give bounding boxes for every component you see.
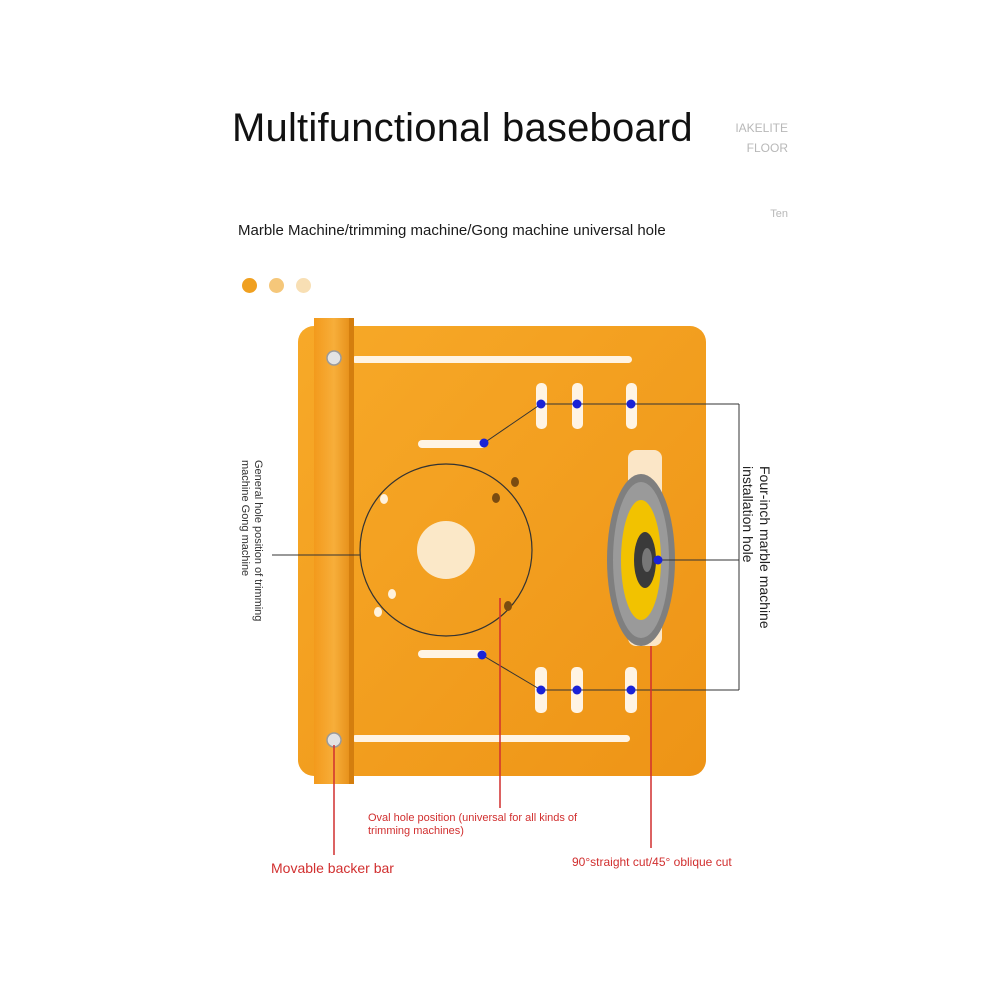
leader-upper-diagonal: [483, 403, 542, 444]
accent-dot-2: [269, 278, 284, 293]
mount-hole-4: [388, 589, 396, 599]
baseboard-plate: [298, 326, 706, 776]
backer-bar: [314, 318, 354, 784]
marker-points: [477, 399, 663, 695]
mount-hole-1: [380, 494, 388, 504]
callout-oval-hole: Oval hole position (universal for all ki…: [368, 812, 578, 837]
accent-dot-1: [242, 278, 257, 293]
callout-marble-hole: Four-inch marble machine installation ho…: [740, 466, 773, 629]
backer-bar-screw-top: [326, 350, 342, 366]
mount-hole-3: [492, 493, 500, 503]
leader-lower-diagonal: [481, 654, 542, 691]
long-slot-bottom: [352, 735, 630, 742]
mount-hole-5: [374, 607, 382, 617]
callout-cut: 90°straight cut/45° oblique cut: [572, 855, 732, 869]
brand-corner-small: Ten: [770, 208, 788, 220]
brand-corner-line2: FLOOR: [746, 141, 788, 155]
brand-corner-line1: IAKELITE: [735, 121, 788, 135]
trimming-hole-circle: [359, 463, 533, 637]
accent-dot-3: [296, 278, 311, 293]
page-title: Multifunctional baseboard: [232, 106, 693, 150]
callout-backer-bar: Movable backer bar: [271, 860, 394, 876]
short-slot-upper: [418, 440, 486, 448]
saw-blade: [607, 474, 675, 646]
backer-bar-screw-bottom: [326, 732, 342, 748]
callout-trimming-hole: General hole position of trimming machin…: [239, 460, 264, 622]
short-slot-lower: [418, 650, 486, 658]
subtitle: Marble Machine/trimming machine/Gong mac…: [238, 222, 666, 239]
mount-hole-6: [504, 601, 512, 611]
center-hole: [417, 521, 475, 579]
long-slot-top: [352, 356, 632, 363]
mount-hole-2: [511, 477, 519, 487]
